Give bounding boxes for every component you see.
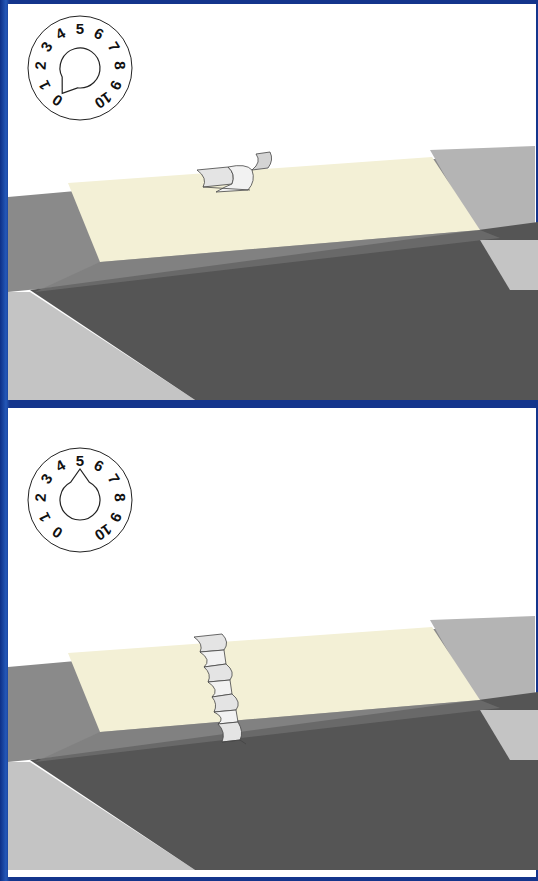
- dial-number: 1: [35, 510, 52, 524]
- dial-knob: [60, 48, 100, 93]
- dial-number: 6: [92, 456, 107, 473]
- dial-number: 10: [92, 90, 114, 112]
- dial-number: 5: [76, 453, 84, 468]
- dial-number: 5: [76, 21, 84, 36]
- track: [8, 146, 538, 400]
- dial-number: 10: [92, 522, 114, 544]
- dial-knob: [60, 469, 100, 520]
- dial-number: 9: [107, 510, 124, 524]
- dial-number: 9: [107, 78, 124, 92]
- dial-number: 6: [92, 24, 107, 41]
- track: [8, 616, 538, 870]
- dial-number: 0: [49, 92, 64, 109]
- strip-curl: [197, 152, 272, 192]
- dial-face: [28, 16, 132, 120]
- dial-number: 2: [32, 61, 47, 70]
- dial-number: 3: [37, 39, 54, 54]
- dial-number: 8: [112, 493, 127, 502]
- dial-face: [28, 448, 132, 552]
- dial-number: 8: [112, 61, 127, 70]
- dial-number: 7: [105, 39, 122, 54]
- dial-number: 4: [53, 456, 68, 473]
- strip-folds: [194, 634, 246, 744]
- dial-number: 3: [37, 471, 54, 486]
- dial-number: 2: [32, 493, 47, 502]
- dial-number: 4: [53, 24, 68, 41]
- dial-number: 1: [35, 78, 52, 92]
- dial-number: 7: [105, 471, 122, 486]
- dial-number: 0: [49, 524, 64, 541]
